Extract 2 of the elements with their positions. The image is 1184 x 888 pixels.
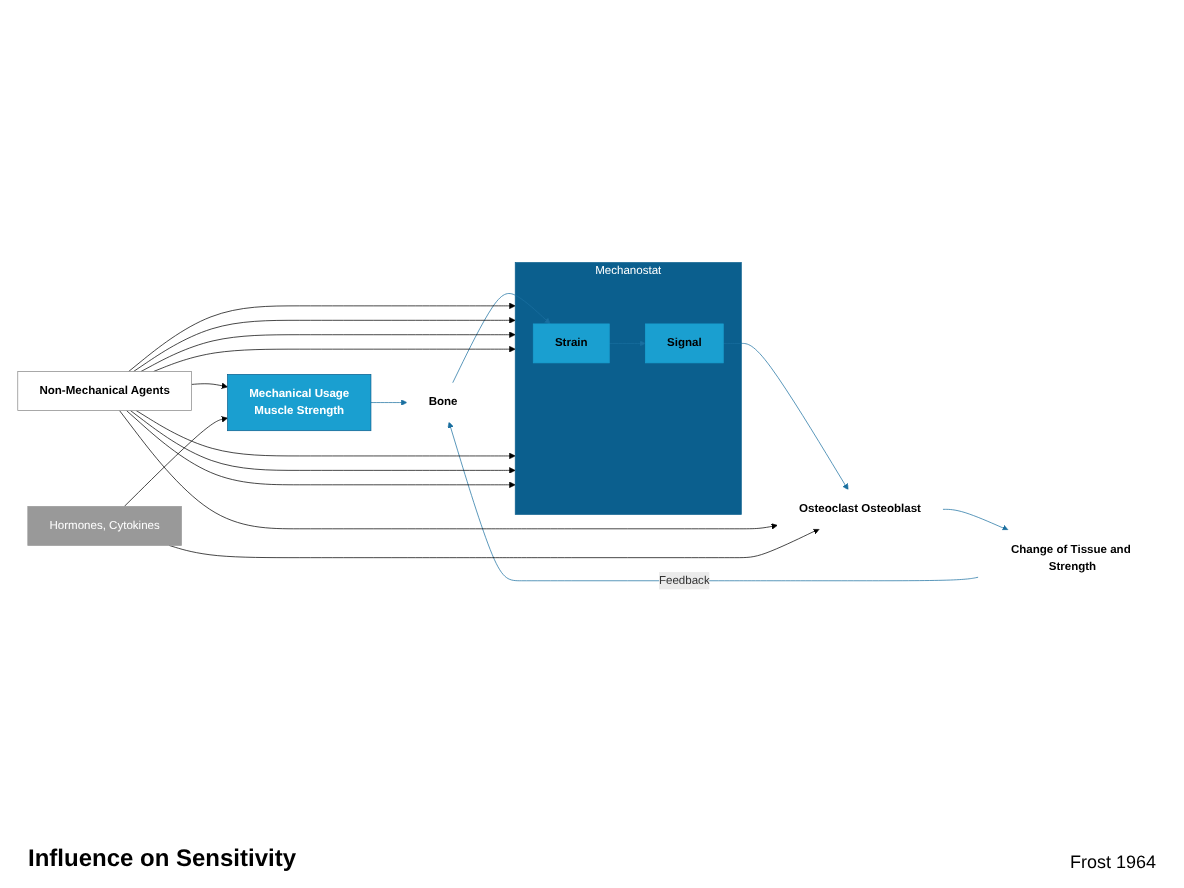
note-text: Influence on Sensitivity xyxy=(28,844,297,872)
citation-text: Frost 1964 xyxy=(1069,852,1156,872)
